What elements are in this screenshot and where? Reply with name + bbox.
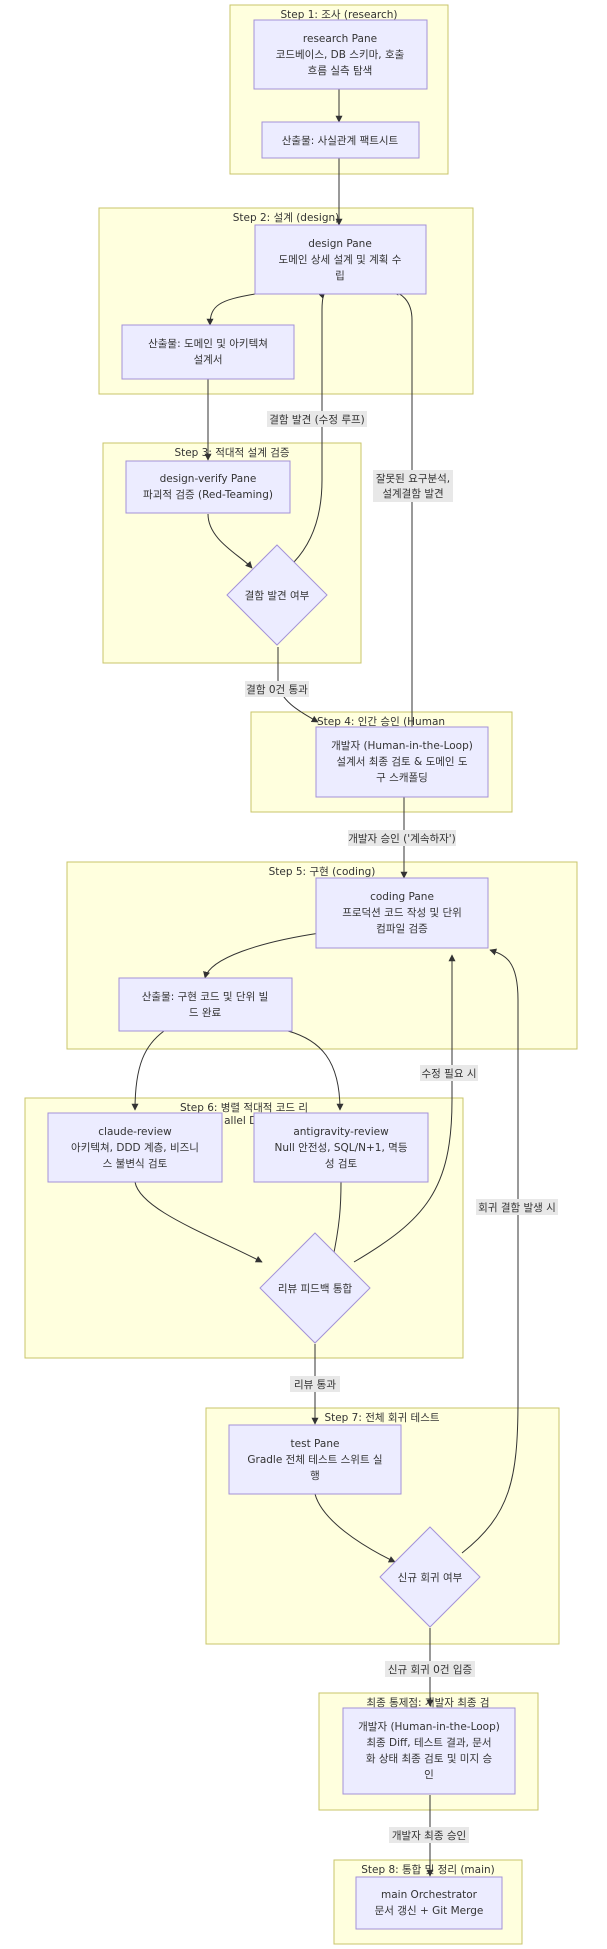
edge-label-final-approve: 개발자 최종 승인 [389, 1827, 469, 1843]
node-review-merge: 리뷰 피드백 통합 [259, 1232, 371, 1344]
regression-check-label: 신규 회귀 여부 [398, 1572, 463, 1584]
claude-review-line1: claude-review [98, 1126, 172, 1138]
human-approval-line3: 구 스캐폴딩 [376, 772, 428, 784]
cluster-step6-title: Step 6: 병렬 적대적 코드 리 [180, 1101, 308, 1114]
edges [131, 89, 519, 1877]
edge-label-zero-defect: 결함 0건 통과 [245, 681, 309, 697]
svg-text:회귀 결함 발생 시: 회귀 결함 발생 시 [478, 1202, 556, 1214]
coding-pane-line1: coding Pane [370, 891, 434, 903]
research-pane-line3: 흐름 실측 탐색 [308, 65, 373, 77]
edge-label-wrong-requirement: 잘못된 요구분석, 설계결함 발견 [373, 470, 453, 502]
cluster-step4-title: Step 4: 인간 승인 (Human [317, 716, 445, 728]
node-claude-review: claude-review 아키텍쳐, DDD 계층, 비즈니 스 불변식 검토 [47, 1112, 223, 1183]
design-doc-line2: 설계서 [194, 354, 223, 366]
cluster-step3-title: Step 3: 적대적 설계 검증 [174, 447, 289, 459]
coding-pane-line3: 컴파일 검증 [376, 922, 428, 935]
claude-review-line2: 아키텍쳐, DDD 계층, 비즈니 [71, 1142, 199, 1154]
antigravity-review-line3: 성 검토 [325, 1158, 358, 1170]
final-review-line2: 최종 Diff, 테스트 결과, 문서 [366, 1737, 491, 1749]
svg-text:개발자 최종 승인: 개발자 최종 승인 [392, 1830, 466, 1842]
svg-text:개발자 승인 ('계속하자'): 개발자 승인 ('계속하자') [348, 832, 456, 845]
node-fact-sheet: 산출물: 사실관계 팩트시트 [261, 121, 420, 159]
human-approval-line2: 설계서 최종 검토 & 도메인 도 [336, 756, 467, 768]
code-output-line2: 드 완료 [189, 1006, 222, 1019]
design-pane-line2: 도메인 상세 설계 및 계획 수 [279, 254, 402, 266]
cluster-step7-title: Step 7: 전체 회귀 테스트 [324, 1412, 439, 1424]
research-pane-line2: 코드베이스, DB 스키마, 호출 [276, 49, 405, 61]
fact-sheet-line1: 산출물: 사실관계 팩트시트 [282, 135, 399, 147]
edge-label-fix-needed: 수정 필요 시 [420, 1065, 478, 1081]
node-final-review: 개발자 (Human-in-the-Loop) 최종 Diff, 테스트 결과,… [342, 1707, 516, 1795]
svg-text:결함 발견 (수정 루프): 결함 발견 (수정 루프) [269, 414, 365, 426]
claude-review-line3: 스 불변식 검토 [103, 1158, 168, 1170]
node-antigravity-review: antigravity-review Null 안전성, SQL/N+1, 멱등… [253, 1112, 429, 1183]
coding-pane-line2: 프로덕션 코드 작성 및 단위 [342, 906, 462, 919]
review-merge-label: 리뷰 피드백 통합 [278, 1283, 353, 1295]
edge-label-zero-regression: 신규 회귀 0건 입증 [385, 1661, 475, 1677]
design-verify-line1: design-verify Pane [160, 473, 257, 485]
node-research-pane: research Pane 코드베이스, DB 스키마, 호출 흐름 실측 탐색 [253, 19, 428, 90]
test-pane-line2: Gradle 전체 테스트 스위트 실 [247, 1453, 382, 1466]
orchestrator-line2: 문서 갱신 + Git Merge [375, 1905, 484, 1917]
svg-text:결함 0건 통과: 결함 0건 통과 [246, 684, 308, 696]
final-review-line1: 개발자 (Human-in-the-Loop) [358, 1721, 500, 1733]
node-regression-check: 신규 회귀 여부 [379, 1526, 481, 1628]
test-pane-line3: 행 [310, 1470, 320, 1482]
node-code-output: 산출물: 구현 코드 및 단위 빌 드 완료 [118, 977, 293, 1032]
edge-label-dev-approve: 개발자 승인 ('계속하자') [348, 830, 456, 846]
edge-label-defect-loop: 결함 발견 (수정 루프) [267, 411, 367, 427]
node-design-doc: 산출물: 도메인 및 아키텍쳐 설계서 [121, 324, 295, 380]
cluster-step2-title: Step 2: 설계 (design) [233, 212, 339, 224]
node-design-verify: design-verify Pane 파괴적 검증 (Red-Teaming) [125, 460, 291, 514]
final-review-line4: 인 [424, 1769, 434, 1781]
human-approval-line1: 개발자 (Human-in-the-Loop) [331, 740, 473, 752]
antigravity-review-line2: Null 안전성, SQL/N+1, 멱등 [275, 1142, 408, 1154]
cluster-step5-title: Step 5: 구현 (coding) [269, 866, 376, 878]
node-design-pane: design Pane 도메인 상세 설계 및 계획 수 립 [254, 224, 427, 295]
svg-text:수정 필요 시: 수정 필요 시 [422, 1068, 477, 1080]
cluster-final-title: 최종 통제점: 개발자 최종 검 [366, 1697, 489, 1709]
svg-text:잘못된 요구분석,: 잘못된 요구분석, [376, 473, 450, 485]
design-pane-line3: 립 [335, 269, 345, 282]
svg-text:리뷰 통과: 리뷰 통과 [294, 1379, 336, 1391]
cluster-step1-title: Step 1: 조사 (research) [280, 9, 397, 21]
antigravity-review-line1: antigravity-review [293, 1126, 389, 1138]
node-human-approval: 개발자 (Human-in-the-Loop) 설계서 최종 검토 & 도메인 … [315, 726, 489, 798]
node-test-pane: test Pane Gradle 전체 테스트 스위트 실 행 [228, 1424, 402, 1495]
final-review-line3: 화 상태 최종 검토 및 미지 승 [366, 1753, 493, 1765]
code-output-line1: 산출물: 구현 코드 및 단위 빌 [142, 990, 269, 1003]
svg-text:신규 회귀 0건 입증: 신규 회귀 0건 입증 [388, 1663, 473, 1676]
design-verify-line2: 파괴적 검증 (Red-Teaming) [143, 489, 273, 501]
edge-label-regression-found: 회귀 결함 발생 시 [476, 1199, 558, 1215]
design-doc-line1: 산출물: 도메인 및 아키텍쳐 [148, 338, 268, 350]
orchestrator-line1: main Orchestrator [381, 1889, 478, 1901]
node-defect-check: 결함 발견 여부 [226, 544, 328, 646]
edge-label-review-pass: 리뷰 통과 [290, 1376, 340, 1392]
test-pane-line1: test Pane [291, 1438, 340, 1450]
research-pane-line1: research Pane [303, 33, 377, 45]
design-pane-line1: design Pane [308, 238, 372, 250]
node-coding-pane: coding Pane 프로덕션 코드 작성 및 단위 컴파일 검증 [315, 877, 489, 949]
svg-text:설계결함 발견: 설계결함 발견 [382, 488, 443, 500]
cluster-step8-title: Step 8: 통합 및 정리 (main) [361, 1864, 495, 1876]
defect-check-label: 결함 발견 여부 [245, 590, 310, 602]
node-orchestrator: main Orchestrator 문서 갱신 + Git Merge [355, 1876, 503, 1930]
